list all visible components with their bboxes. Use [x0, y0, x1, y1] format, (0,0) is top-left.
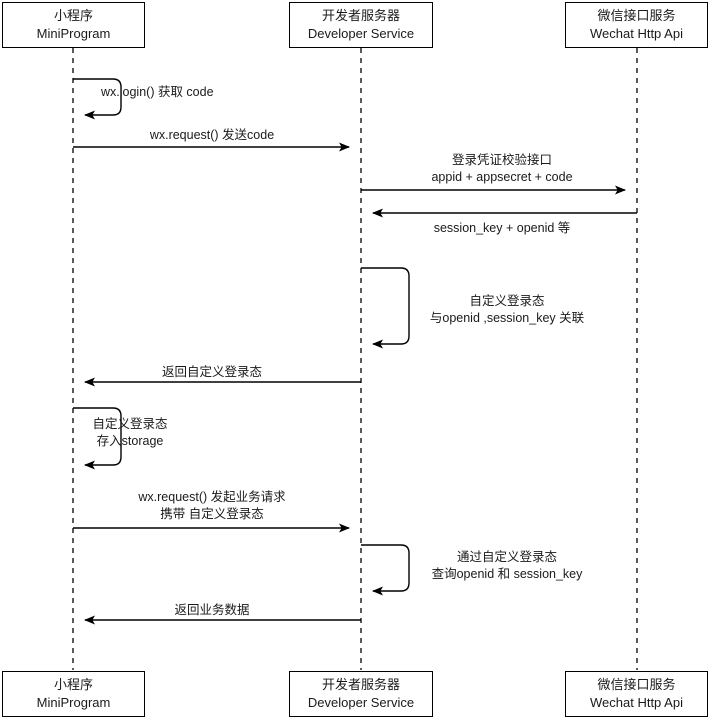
message-label-m10: 返回业务数据 [174, 602, 249, 619]
participant-label-cn: 开发者服务器 [321, 8, 400, 24]
participant-label-cn: 微信接口服务 [597, 8, 676, 24]
message-label-line1: 返回业务数据 [174, 603, 250, 617]
participant-label-en: MiniProgram [36, 26, 111, 41]
message-arrow-m5 [361, 267, 410, 349]
participant-label-en: MiniProgram [36, 695, 111, 710]
message-label-line1: wx.request() 发送code [149, 128, 275, 142]
message-label-line2: appid + appsecret + code [431, 169, 573, 184]
message-label-m5: 自定义登录态 与openid ,session_key 关联 [430, 293, 584, 327]
participant-label-cn: 小程序 [53, 8, 93, 24]
message-label-line1: session_key + openid 等 [433, 221, 571, 235]
message-label-line1: 登录凭证校验接口 [451, 153, 553, 167]
message-label-m9: 通过自定义登录态 查询openid 和 session_key [432, 549, 583, 583]
participant-box-wechatapi-top[interactable]: 微信接口服务 Wechat Http Api [565, 2, 708, 48]
message-arrow-m9 [361, 544, 410, 596]
message-label-line1: 自定义登录态 [92, 417, 168, 431]
message-arrow-m1 [73, 78, 122, 120]
message-arrow-m7 [73, 407, 122, 470]
participant-label-en: Developer Service [307, 695, 415, 710]
message-label-line1: 通过自定义登录态 [456, 550, 557, 564]
message-label-line1: wx.request() 发起业务请求 [138, 490, 286, 504]
participant-label-en: Developer Service [307, 26, 415, 41]
participant-box-miniprogram-bottom[interactable]: 小程序 MiniProgram [2, 671, 145, 717]
message-label-m7: 自定义登录态 存入storage [92, 416, 167, 450]
message-label-m8: wx.request() 发起业务请求 携带 自定义登录态 [138, 489, 285, 523]
participant-label-cn: 开发者服务器 [321, 677, 400, 693]
message-label-line2: 存入storage [96, 433, 164, 448]
message-label-m3: 登录凭证校验接口 appid + appsecret + code [431, 152, 572, 186]
participant-label-cn: 小程序 [53, 677, 93, 693]
message-label-line2: 携带 自定义登录态 [160, 506, 264, 521]
lifelines [72, 48, 638, 670]
message-label-line1: 自定义登录态 [469, 294, 545, 308]
participant-label-cn: 微信接口服务 [597, 677, 676, 693]
message-label-m6: 返回自定义登录态 [162, 364, 262, 381]
message-label-line1: 返回自定义登录态 [161, 365, 263, 379]
participant-box-developer-bottom[interactable]: 开发者服务器 Developer Service [289, 671, 433, 717]
message-label-line2: 与openid ,session_key 关联 [429, 310, 585, 325]
message-label-line2: 查询openid 和 session_key [431, 566, 583, 581]
message-label-m4: session_key + openid 等 [434, 220, 571, 237]
message-label-m2: wx.request() 发送code [150, 127, 274, 144]
message-label-m1: wx.login() 获取 code [101, 84, 214, 101]
participant-box-miniprogram-top[interactable]: 小程序 MiniProgram [2, 2, 145, 48]
message-label-line1: wx.login() 获取 code [101, 85, 214, 99]
participant-label-en: Wechat Http Api [590, 26, 683, 41]
participant-box-developer-top[interactable]: 开发者服务器 Developer Service [289, 2, 433, 48]
participant-box-wechatapi-bottom[interactable]: 微信接口服务 Wechat Http Api [565, 671, 708, 717]
participant-label-en: Wechat Http Api [590, 695, 683, 710]
